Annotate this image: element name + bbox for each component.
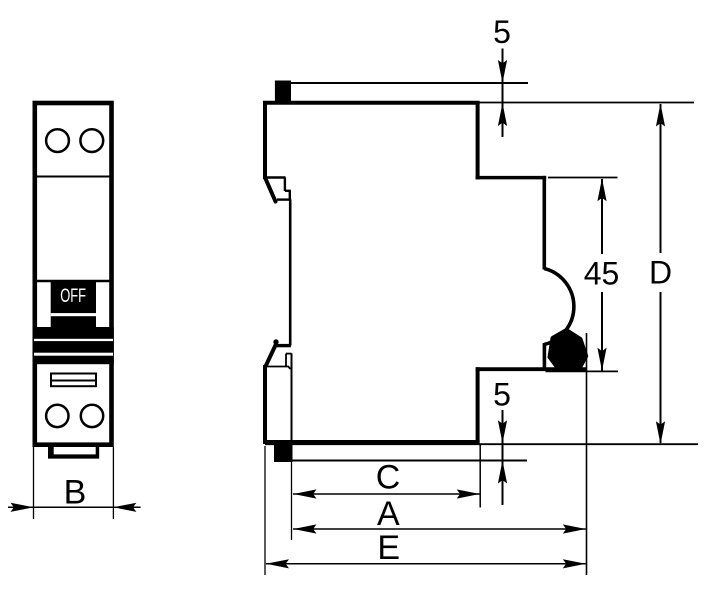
svg-text:C: C: [376, 459, 401, 497]
svg-text:A: A: [377, 495, 400, 533]
svg-text:OFF: OFF: [60, 286, 86, 307]
svg-text:5: 5: [493, 14, 511, 50]
svg-text:B: B: [64, 474, 87, 512]
svg-text:E: E: [377, 529, 400, 567]
svg-text:5: 5: [493, 376, 511, 412]
svg-text:D: D: [649, 255, 672, 291]
svg-text:45: 45: [584, 256, 620, 292]
